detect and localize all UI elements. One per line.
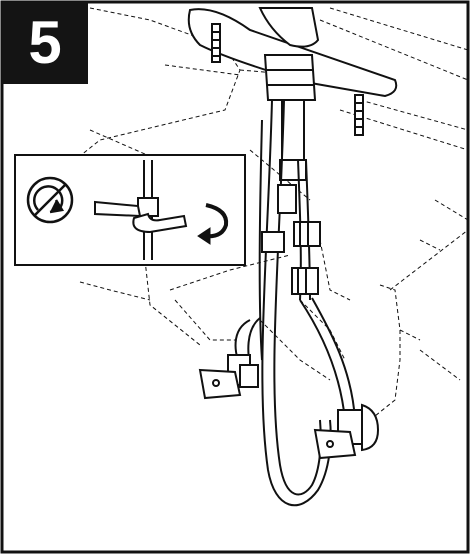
tighten-arrow-icon [197,203,229,245]
no-rotate-icon [26,176,74,224]
hose-nuts [261,184,321,295]
step-number-badge: 5 [2,2,88,84]
supply-pipes [234,297,356,421]
faucet-shank [263,54,317,181]
inset-detail [14,154,246,266]
left-shutoff-valve [198,354,259,400]
faucet-escutcheon [187,7,398,98]
right-shutoff-valve [313,403,380,460]
mounting-bolts [211,23,364,136]
wrench-icon [94,200,188,234]
